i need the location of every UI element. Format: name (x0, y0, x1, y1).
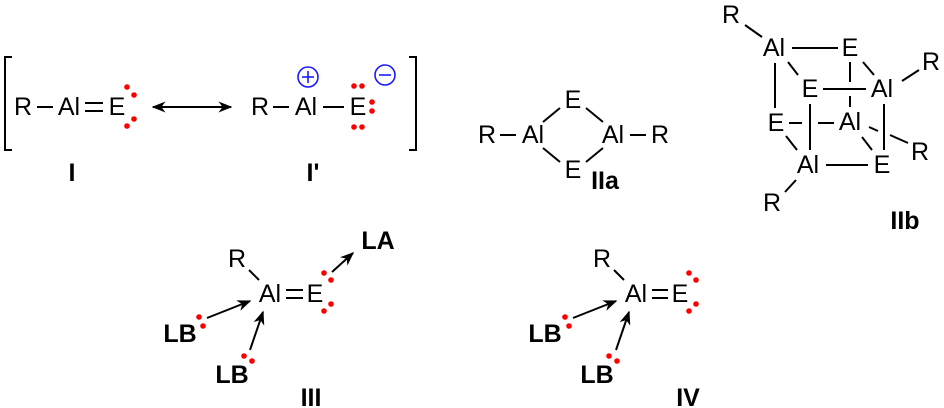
atom-e: E (768, 109, 785, 137)
atom-r: R (911, 138, 929, 166)
atom-r: R (251, 93, 269, 121)
label-la: LA (361, 227, 394, 255)
atom-e: E (565, 86, 582, 114)
atom-al: Al (522, 121, 544, 149)
arrow-from-lb (206, 300, 252, 319)
atom-al: Al (259, 280, 281, 308)
atom-r: R (228, 245, 246, 273)
structure-III: R Al E LA LB LB III (163, 227, 394, 408)
atom-al: Al (625, 280, 647, 308)
atom-e: E (109, 93, 126, 121)
atom-al: Al (295, 93, 317, 121)
label-lb: LB (580, 361, 613, 389)
lone-pairs (351, 83, 375, 130)
right-bracket (409, 56, 417, 151)
structure-IV: R Al E LB LB IV (528, 245, 700, 408)
structure-I: R Al E (14, 84, 137, 129)
arrow-from-lb (249, 310, 265, 351)
atom-e: E (802, 75, 819, 103)
minus-charge-icon (374, 64, 396, 86)
label-III: III (301, 384, 322, 408)
arrow-from-lb (615, 310, 631, 351)
structure-I-prime: R Al E (251, 64, 396, 130)
atom-al: Al (797, 151, 819, 179)
label-IIb: IIb (890, 207, 919, 235)
atom-r: R (763, 189, 781, 217)
label-I: I (69, 159, 76, 187)
plus-charge-icon (297, 66, 319, 88)
atom-al: Al (763, 34, 785, 62)
atom-r: R (651, 121, 669, 149)
atom-e: E (565, 156, 582, 184)
atom-r: R (593, 245, 611, 273)
cube-bonds (744, 24, 920, 193)
atom-r: R (478, 121, 496, 149)
label-lb: LB (528, 320, 561, 348)
atom-r: R (14, 93, 32, 121)
atom-e: E (672, 280, 689, 308)
label-IIa: IIa (591, 167, 620, 195)
atom-al: Al (602, 121, 624, 149)
label-lb: LB (163, 320, 196, 348)
atom-r: R (722, 1, 740, 29)
lone-pairs (196, 270, 334, 364)
arrow-from-lb (572, 300, 618, 319)
lone-pairs (562, 270, 699, 364)
atom-al: Al (871, 75, 893, 103)
lone-pairs (124, 84, 137, 129)
left-bracket (4, 56, 12, 151)
label-I-prime: I' (307, 159, 320, 187)
label-IV: IV (676, 384, 700, 408)
label-lb: LB (215, 361, 248, 389)
resonance-structures: R Al E R Al E (4, 56, 417, 187)
atom-al: Al (839, 108, 861, 136)
atom-e: E (842, 34, 859, 62)
structure-IIa: R Al E E Al R IIa (478, 86, 669, 195)
atom-r: R (922, 48, 940, 76)
atom-e: E (874, 151, 891, 179)
structure-IIb: R Al E R E Al E Al R Al E R II (722, 1, 940, 235)
atom-e: E (350, 93, 367, 121)
arrow-to-la (331, 252, 355, 273)
atom-e: E (307, 280, 324, 308)
atom-al: Al (58, 93, 80, 121)
